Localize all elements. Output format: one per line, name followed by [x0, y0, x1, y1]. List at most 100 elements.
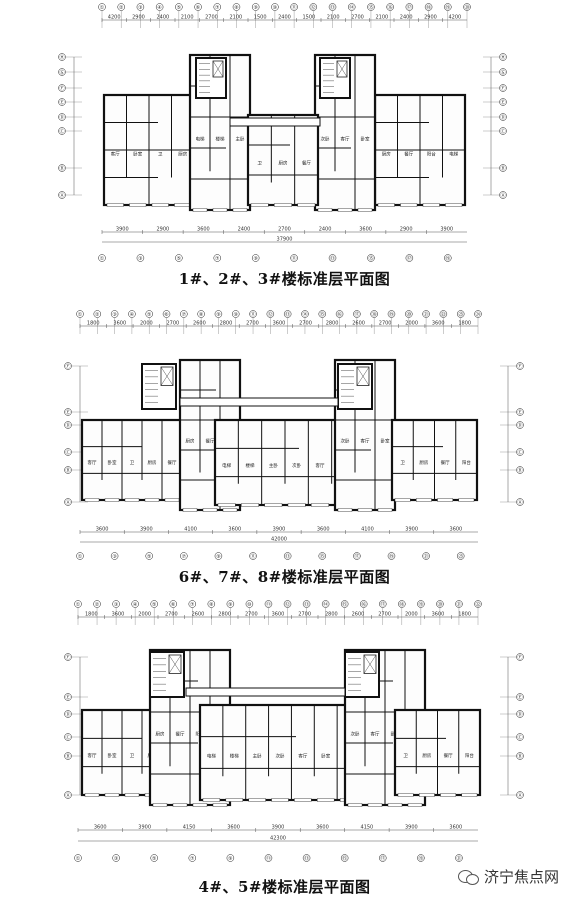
- grid-axis-label-bottom: ③: [114, 856, 118, 862]
- row-axis-label: Ⓐ: [65, 792, 70, 799]
- grid-axis-label-bottom: ①: [78, 554, 83, 560]
- grid-axis-bubble: [150, 600, 158, 608]
- grid-axis-bubble: [231, 310, 240, 318]
- top-dimension-label: 2600: [192, 612, 205, 618]
- bottom-dimension-label: 3900: [138, 825, 151, 831]
- grid-axis-label: ⑤: [177, 5, 181, 11]
- bottom-dimension-label: 3600: [449, 825, 462, 831]
- grid-axis-label: ㉑: [456, 601, 461, 608]
- top-dimension-label: 2100: [181, 15, 194, 21]
- row-axis-bubble: [499, 68, 507, 76]
- window: [241, 503, 259, 507]
- grid-axis-bubble-bottom: [283, 552, 292, 560]
- grid-axis-bubble: [439, 310, 448, 318]
- room-label: 餐厅: [302, 160, 311, 167]
- window: [192, 208, 208, 212]
- row-axis-bubble: [58, 53, 66, 61]
- grid-axis-bubble-bottom: [249, 552, 257, 560]
- grid-axis-label-bottom: ⑦: [190, 856, 195, 862]
- grid-axis-label: ⑩: [247, 602, 252, 608]
- grid-axis-bubble: [197, 310, 205, 318]
- top-dimension-label: 2400: [278, 15, 291, 21]
- row-axis-label: Ⓖ: [59, 69, 64, 76]
- corridor: [179, 397, 339, 407]
- room-label: 厨房: [148, 459, 157, 466]
- row-axis-bubble: [516, 408, 524, 416]
- room-label: 餐厅: [444, 752, 453, 759]
- building-wing: [80, 418, 184, 502]
- grid-axis-bubble: [283, 310, 292, 318]
- grid-axis-label: ⑩: [233, 312, 238, 318]
- grid-axis-label-bottom: ⑤: [147, 554, 151, 560]
- top-dimension-label: 2400: [156, 15, 169, 21]
- top-dimension-label: 2000: [140, 321, 153, 327]
- window: [400, 203, 418, 207]
- row-axis-bubble: [64, 791, 72, 799]
- room-label: 卫: [158, 152, 163, 158]
- grid-axis-label: ㉒: [475, 601, 480, 608]
- grid-axis-bubble: [328, 3, 337, 11]
- window: [377, 508, 393, 512]
- window: [317, 208, 333, 212]
- grid-axis-bubble-bottom: [214, 552, 223, 560]
- bottom-dimension-label: 3900: [405, 825, 418, 831]
- top-dimension-label: 2800: [220, 321, 233, 327]
- grid-axis-bubble: [180, 310, 188, 318]
- window: [124, 793, 140, 797]
- room-label: 阳台: [427, 151, 436, 158]
- grid-axis-bubble: [340, 600, 349, 608]
- row-axis-label: Ⓐ: [517, 792, 522, 799]
- row-axis-bubble: [58, 113, 66, 121]
- window: [104, 793, 120, 797]
- row-axis-label: Ⓒ: [500, 128, 505, 135]
- elevator-cross: [212, 60, 224, 78]
- grid-axis-label-bottom: ⑮: [368, 255, 373, 262]
- row-axis-label: Ⓑ: [65, 467, 70, 474]
- watermark-text: 济宁焦点网: [483, 868, 559, 886]
- row-axis-label: Ⓑ: [500, 165, 505, 172]
- grid-axis-label: ③: [138, 5, 142, 11]
- grid-axis-label-bottom: ⑪: [292, 255, 297, 262]
- grid-axis-label-bottom: ⑤: [152, 856, 156, 862]
- room-label: 客厅: [298, 752, 307, 759]
- room-label: 卫: [130, 460, 135, 466]
- window: [84, 793, 100, 797]
- bottom-dimension-label: 3600: [96, 527, 109, 533]
- grid-axis-label: ⑳: [464, 4, 469, 11]
- top-dimension-label: 2000: [405, 612, 418, 618]
- elevator-shaft: [212, 60, 224, 78]
- window: [182, 508, 198, 512]
- row-axis-bubble: [499, 191, 507, 199]
- window: [440, 793, 456, 797]
- grid-axis-bubble: [128, 310, 136, 318]
- grid-axis-bubble: [353, 310, 361, 318]
- row-axis-label: Ⓔ: [65, 409, 70, 416]
- grid-axis-label-bottom: ⑰: [380, 855, 385, 862]
- room-label: 卫: [400, 460, 405, 466]
- room-label: 餐厅: [441, 459, 450, 466]
- row-axis-bubble: [516, 752, 524, 760]
- window: [394, 498, 411, 502]
- grid-axis-bubble: [436, 600, 444, 608]
- grid-axis-bubble: [359, 600, 368, 608]
- row-axis-bubble: [58, 164, 66, 172]
- row-axis-bubble: [516, 448, 524, 456]
- window: [407, 803, 423, 807]
- grid-axis-label: ⑯: [337, 311, 342, 318]
- room-label: 卧室: [133, 151, 142, 158]
- grid-axis-label: ⑲: [418, 601, 423, 608]
- grid-axis-bubble: [302, 600, 311, 608]
- top-dimension-label: 2800: [326, 321, 339, 327]
- bottom-dimension-label: 3900: [116, 227, 129, 233]
- grid-axis-bubble: [117, 3, 125, 11]
- row-axis-label: Ⓕ: [59, 85, 64, 92]
- window: [172, 803, 188, 807]
- room-label: 餐厅: [206, 438, 215, 445]
- top-dimension-label: 2700: [378, 612, 391, 618]
- stair-core: [319, 57, 351, 99]
- bottom-dimension-label: 3900: [273, 527, 286, 533]
- grid-axis-bubble: [251, 3, 260, 11]
